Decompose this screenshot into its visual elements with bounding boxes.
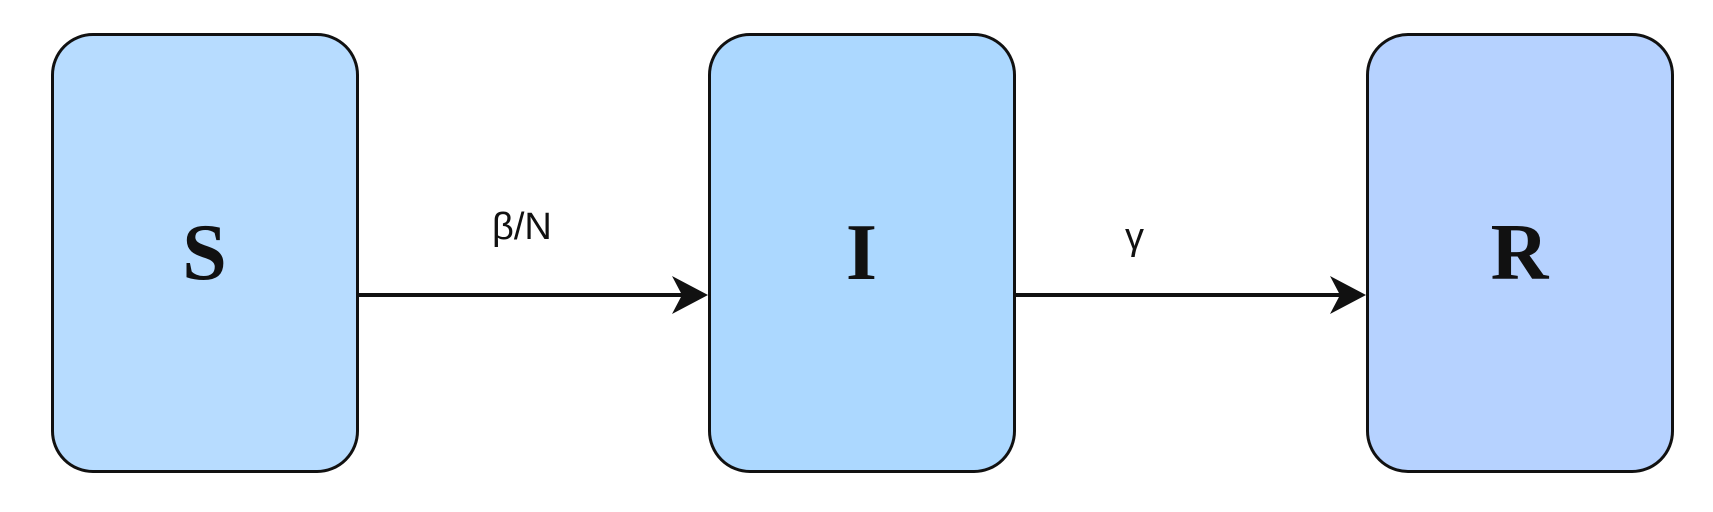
compartment-i-label: I <box>845 209 879 297</box>
transition-i-to-r-label: γ <box>1125 216 1144 258</box>
compartment-r-box: R <box>1366 33 1674 473</box>
arrow-i-to-r-head <box>1330 276 1366 314</box>
arrow-s-to-i-head <box>672 276 708 314</box>
arrow-s-to-i <box>359 276 708 314</box>
transition-s-to-i-label: β/N <box>492 206 552 248</box>
compartment-s-box: S <box>51 33 359 473</box>
arrow-i-to-r <box>1016 276 1366 314</box>
compartment-s-label: S <box>182 209 228 297</box>
compartment-r-label: R <box>1490 209 1550 297</box>
compartment-i-box: I <box>708 33 1016 473</box>
